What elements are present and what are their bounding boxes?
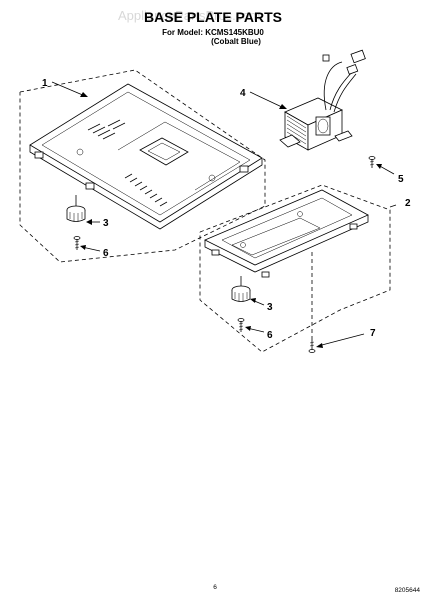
plate-hole [76, 148, 84, 156]
plate-hole [208, 174, 216, 182]
screw-5 [368, 156, 376, 168]
callout-6-right: 6 [267, 330, 273, 341]
transformer [279, 49, 366, 151]
transformer-coil [315, 116, 331, 136]
callout-4: 4 [240, 88, 246, 99]
callout-arrows [51, 81, 397, 348]
raised-panel [117, 121, 241, 191]
callout-2: 2 [405, 198, 411, 209]
page-title: BASE PLATE PARTS [144, 9, 282, 25]
callout-3-left: 3 [103, 218, 109, 229]
plate-tab [349, 223, 358, 230]
transformer-wire [333, 73, 357, 113]
wire-connector [350, 49, 366, 64]
small-plate-outline [204, 189, 369, 266]
screw-left [73, 236, 81, 250]
callout-3-right: 3 [267, 302, 273, 313]
vent-slots-top [87, 119, 126, 140]
small-plate-lip [204, 215, 369, 273]
plate-hole [240, 242, 246, 248]
document-number: 8205644 [395, 587, 421, 594]
rubber-foot-left [66, 195, 86, 222]
wire-connector [346, 64, 359, 75]
transformer-laminations [286, 115, 307, 145]
plate-hole [297, 211, 303, 217]
wire-terminal [322, 54, 330, 62]
callout-6-left: 6 [103, 248, 109, 259]
color-line: (Cobalt Blue) [211, 37, 261, 46]
base-plate-lip [29, 145, 263, 230]
screw-right [237, 318, 245, 332]
screw-7 [308, 252, 316, 353]
watermark: AppliancePartsPros.com [118, 8, 260, 23]
model-line: For Model: KCMS145KBU0 [162, 28, 264, 37]
plate-tab [85, 182, 95, 190]
base-plate-assembly [19, 69, 266, 263]
base-plate-inner-edge [41, 91, 251, 216]
plate-tab [261, 271, 270, 278]
transformer-mount-left [279, 134, 301, 148]
center-label-inner [147, 142, 181, 161]
plate-tab [211, 249, 220, 256]
assembly-boundary-2 [199, 184, 391, 353]
assembly-boundary-1 [19, 69, 266, 263]
transformer-wire [329, 71, 353, 111]
transformer-wire [323, 61, 343, 111]
callout-1: 1 [42, 78, 48, 89]
small-plate-assembly [199, 184, 391, 353]
callout-7: 7 [370, 328, 376, 339]
plate-tab [34, 151, 44, 159]
callout-5: 5 [398, 174, 404, 185]
plate-tab [239, 165, 249, 173]
page-number: 6 [213, 584, 217, 591]
rubber-foot-right [231, 276, 251, 302]
small-plate-channel [231, 217, 321, 256]
vent-slots-lower [124, 173, 168, 207]
small-plate-inner [221, 197, 353, 259]
center-label-plate [139, 137, 189, 166]
transformer-mount-right [334, 130, 353, 142]
